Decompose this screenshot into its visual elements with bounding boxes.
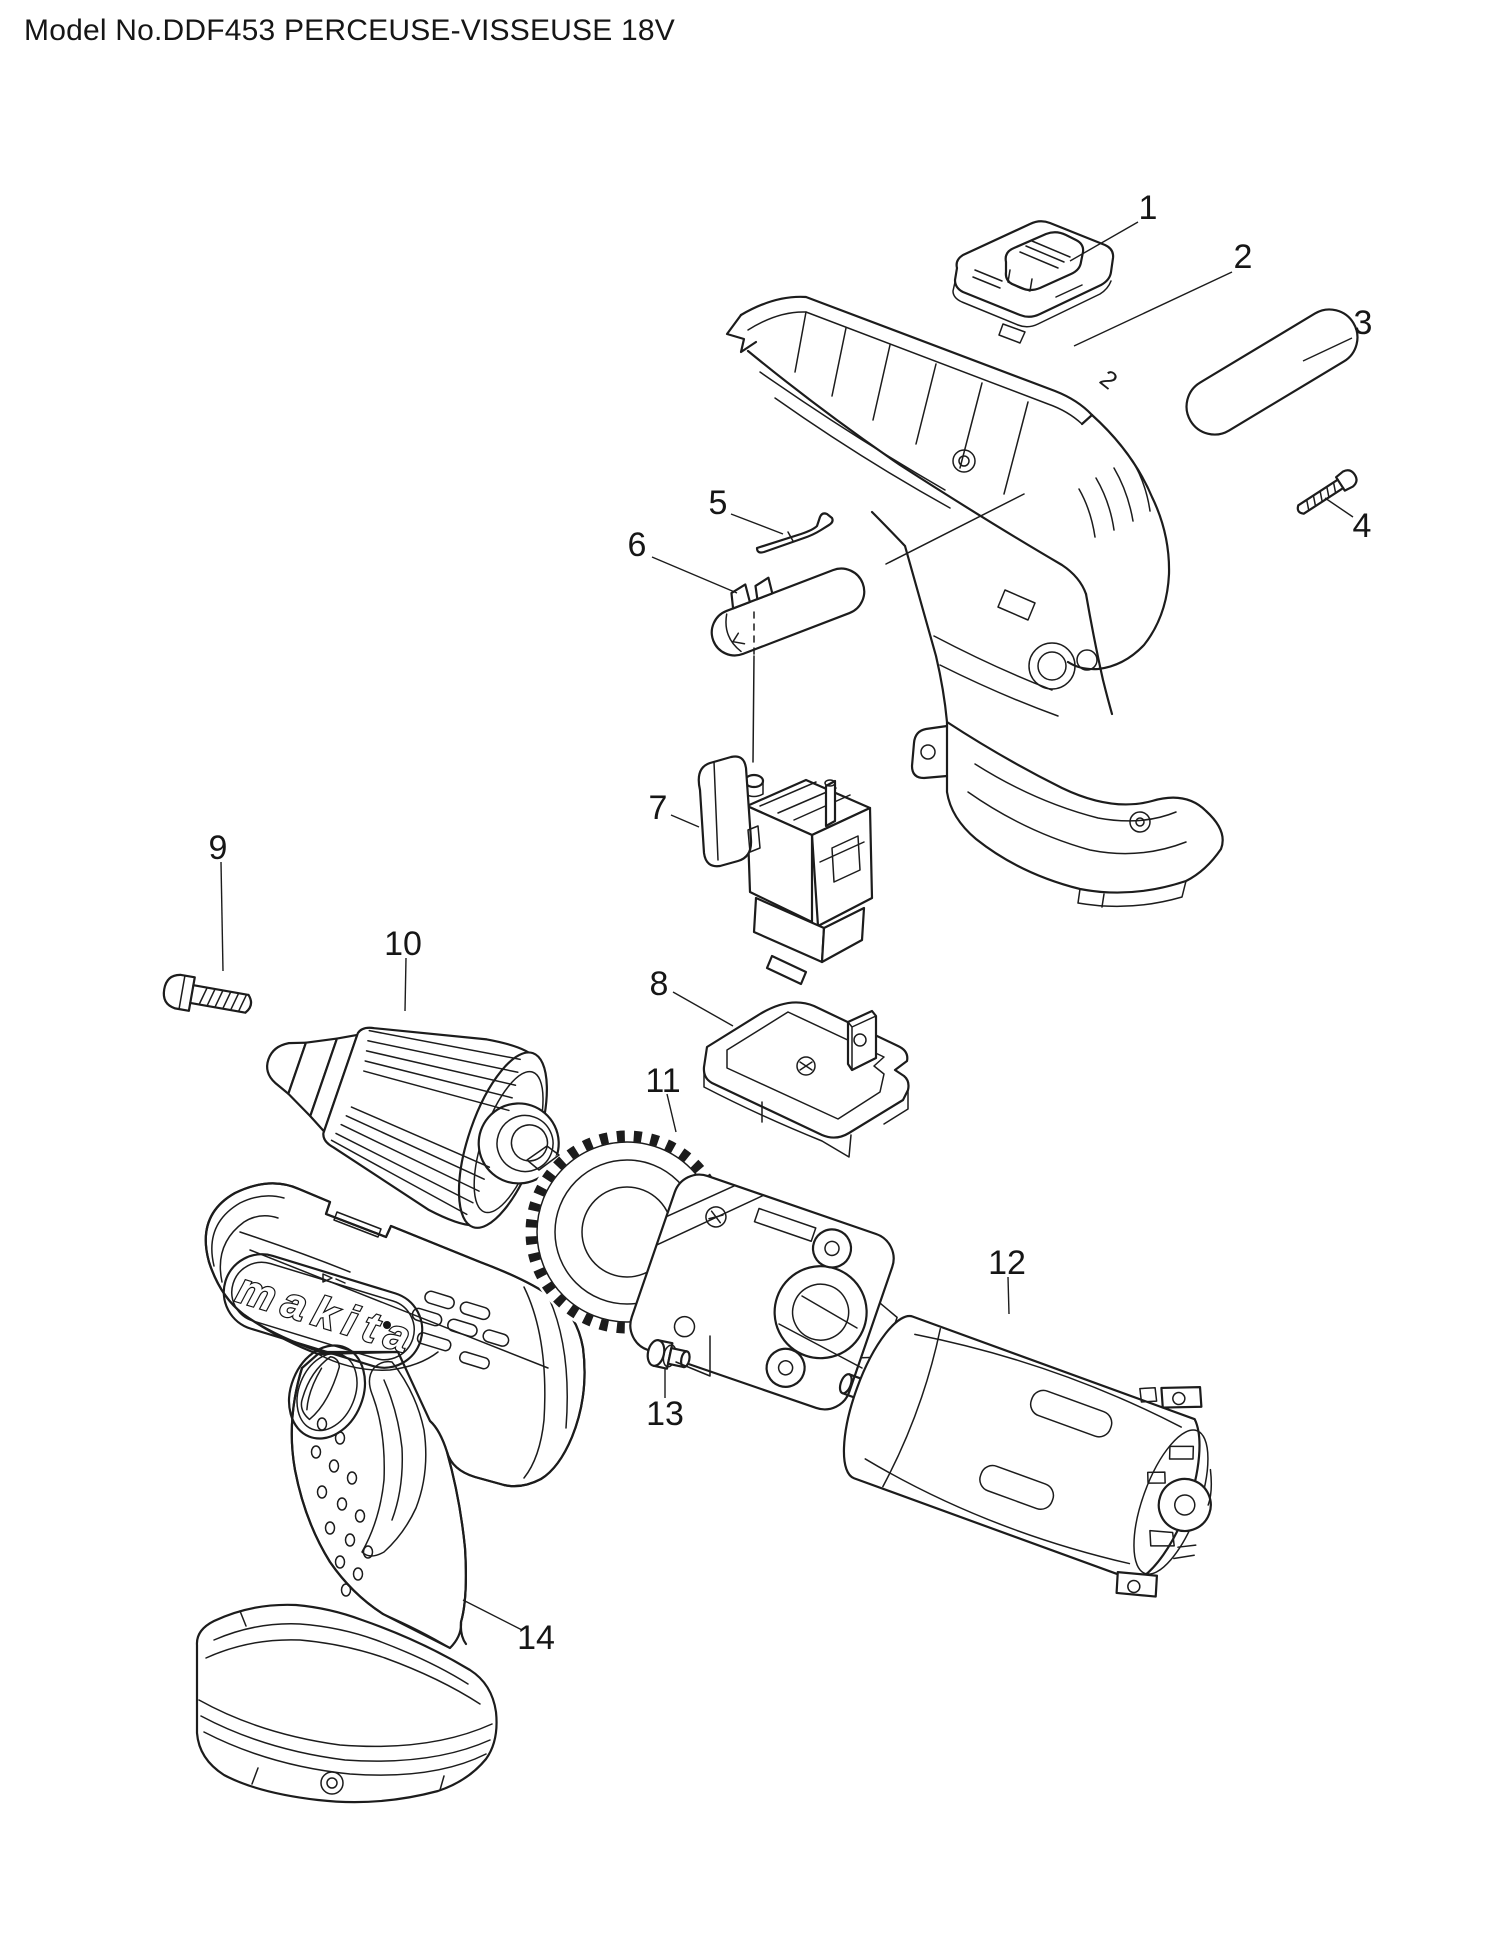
part-label-2: 2 — [1234, 238, 1253, 276]
chuck-screw-drawing — [162, 973, 253, 1014]
leader-line-6 — [651, 556, 738, 594]
assembly-line-housing — [885, 493, 1025, 565]
cover-plate-drawing — [952, 220, 1115, 328]
leader-line-9 — [220, 861, 224, 972]
leader-line-8 — [672, 991, 734, 1027]
leader-line-11 — [666, 1093, 677, 1133]
part-label-8: 8 — [650, 965, 669, 1003]
logo-dot — [383, 1321, 391, 1329]
side-label-drawing — [1185, 308, 1359, 436]
body-vents — [411, 1290, 510, 1370]
chuck-grip-ribs — [330, 1029, 521, 1216]
leader-lines — [220, 221, 1354, 1631]
part-label-10: 10 — [384, 925, 422, 963]
part-label-7: 7 — [649, 789, 668, 827]
leader-line-1 — [1069, 221, 1139, 262]
leader-line-5 — [730, 513, 784, 535]
part-label-1: 1 — [1139, 189, 1158, 227]
leader-line-2 — [1073, 271, 1233, 347]
part-label-4: 4 — [1353, 507, 1372, 545]
part-label-5: 5 — [709, 484, 728, 522]
part-label-14: 14 — [517, 1619, 555, 1657]
assembly-line-button-switch — [752, 655, 755, 763]
assembly-lines-gear-motor — [778, 1295, 863, 1369]
part-label-9: 9 — [209, 829, 228, 867]
leader-line-3 — [1302, 337, 1353, 362]
page-title: Model No.DDF453 PERCEUSE-VISSEUSE 18V — [24, 14, 675, 47]
part-label-13: 13 — [646, 1395, 684, 1433]
lock-lever-drawing — [755, 512, 834, 554]
pin-drawing — [646, 1339, 691, 1370]
leader-line-12 — [1007, 1276, 1010, 1315]
switch-drawing — [697, 755, 874, 986]
part-label-6: 6 — [628, 526, 647, 564]
terminal-block-drawing — [702, 1001, 910, 1158]
housing-molded-mark: 2 — [1094, 365, 1122, 396]
leader-line-4 — [1324, 497, 1354, 518]
leader-line-10 — [404, 957, 407, 1012]
tool-body-drawing: makita — [195, 1182, 586, 1804]
part-label-12: 12 — [988, 1244, 1026, 1282]
callout-labels: 1 2 3 4 5 6 7 8 9 10 11 12 13 14 — [209, 189, 1373, 1657]
tapping-screw-drawing — [1296, 469, 1358, 515]
change-button-drawing — [710, 567, 866, 763]
leader-line-7 — [670, 814, 700, 828]
fr-mark — [322, 1273, 346, 1284]
motor-drawing — [838, 1314, 1213, 1598]
pin-bracket-line — [675, 1335, 711, 1377]
part-label-3: 3 — [1354, 304, 1373, 342]
part-label-11: 11 — [645, 1062, 680, 1100]
chuck-drawing — [266, 1026, 560, 1229]
grip-dots — [310, 1417, 374, 1597]
leader-line-14 — [462, 1599, 523, 1631]
housing-half-drawing: 2 — [725, 295, 1224, 908]
